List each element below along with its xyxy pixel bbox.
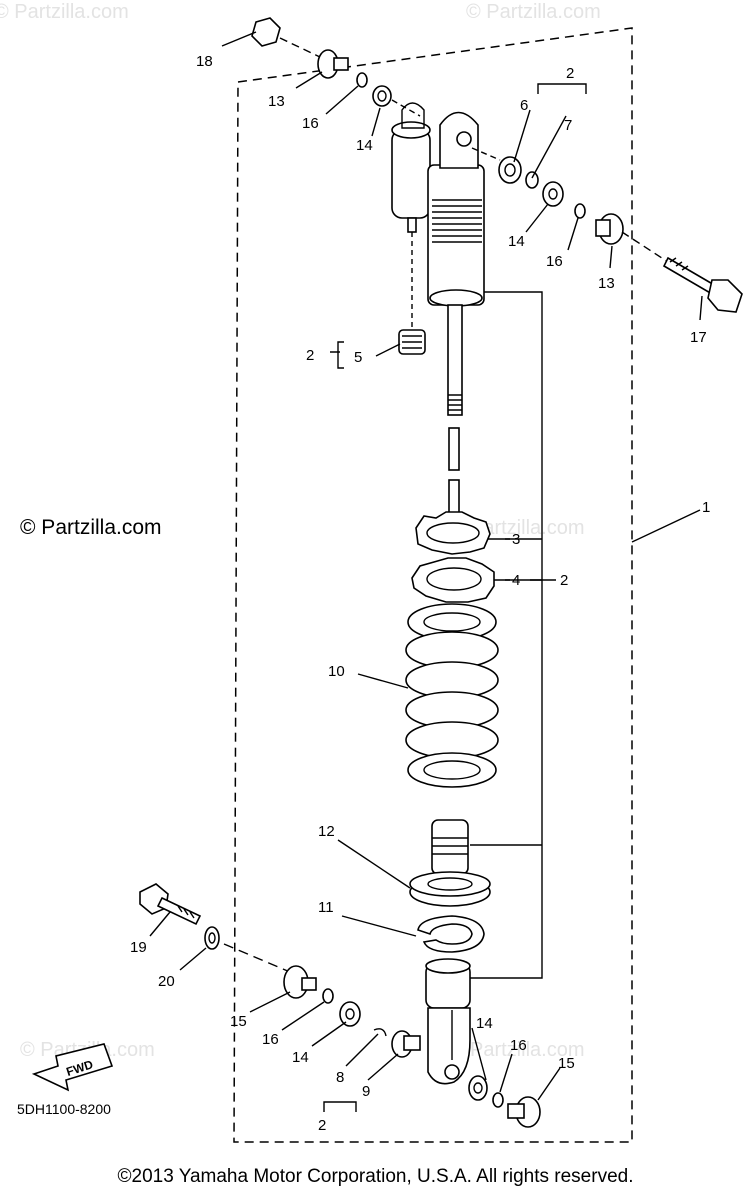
copyright-notice: ©2013 Yamaha Motor Corporation, U.S.A. A… xyxy=(117,1166,634,1187)
site-credit: © Partzilla.com xyxy=(20,516,162,539)
watermark-middle-right: Partzilla.com xyxy=(470,517,584,539)
callout-2-mid: 2 xyxy=(560,572,568,589)
callout-15-left: 15 xyxy=(230,1013,247,1030)
callout-16-right: 16 xyxy=(546,253,563,270)
callout-numbers: 18 13 16 14 2 6 7 14 16 13 17 2 5 1 3 4 … xyxy=(130,53,710,1134)
callout-13-top: 13 xyxy=(268,93,285,110)
callout-16-top: 16 xyxy=(302,115,319,132)
callout-14-right: 14 xyxy=(508,233,525,250)
top-left-hardware xyxy=(251,17,421,117)
callout-14-bottom-right: 14 xyxy=(476,1015,493,1032)
callout-16-bottom-right: 16 xyxy=(510,1037,527,1054)
callout-14-bottom: 14 xyxy=(292,1049,309,1066)
callout-5: 5 xyxy=(354,349,362,366)
callout-16-bottom: 16 xyxy=(262,1031,279,1048)
callout-17: 17 xyxy=(690,329,707,346)
watermark-top-left: © Partzilla.com xyxy=(0,1,129,23)
leader-lines xyxy=(149,31,703,1112)
callout-4: 4 xyxy=(512,572,520,589)
callout-2-top: 2 xyxy=(566,65,574,82)
callout-3: 3 xyxy=(512,531,520,548)
callout-11: 11 xyxy=(318,899,334,916)
callout-7: 7 xyxy=(564,117,572,134)
forward-arrow-icon: FWD xyxy=(31,1043,114,1092)
spring-retainer-clip xyxy=(417,915,485,953)
callout-6: 6 xyxy=(520,97,528,114)
callout-10: 10 xyxy=(328,663,345,680)
callout-14-top: 14 xyxy=(356,137,373,154)
callout-2-bottom: 2 xyxy=(318,1117,326,1134)
callout-19: 19 xyxy=(130,939,147,956)
top-right-hardware xyxy=(471,147,743,313)
callout-18: 18 xyxy=(196,53,213,70)
callout-13-right: 13 xyxy=(598,275,615,292)
coil-spring xyxy=(405,603,499,788)
callout-15-right: 15 xyxy=(558,1055,575,1072)
callout-9: 9 xyxy=(362,1083,370,1100)
watermark-top-right: © Partzilla.com xyxy=(466,1,601,23)
spring-guide xyxy=(409,819,491,907)
watermark-bottom-right: Partzilla.com xyxy=(470,1039,584,1061)
lower-clevis xyxy=(425,958,471,1085)
callout-1: 1 xyxy=(702,499,710,516)
callout-20: 20 xyxy=(158,973,175,990)
callout-8: 8 xyxy=(336,1069,344,1086)
shock-body-assembly xyxy=(391,102,543,979)
bottom-right-hardware xyxy=(468,1075,541,1128)
bottom-left-hardware xyxy=(139,883,421,1058)
part-number: 5DH1100-8200 xyxy=(17,1101,111,1117)
spring-adjuster-rings xyxy=(411,511,495,603)
callout-12: 12 xyxy=(318,823,335,840)
callout-2-left: 2 xyxy=(306,347,314,364)
